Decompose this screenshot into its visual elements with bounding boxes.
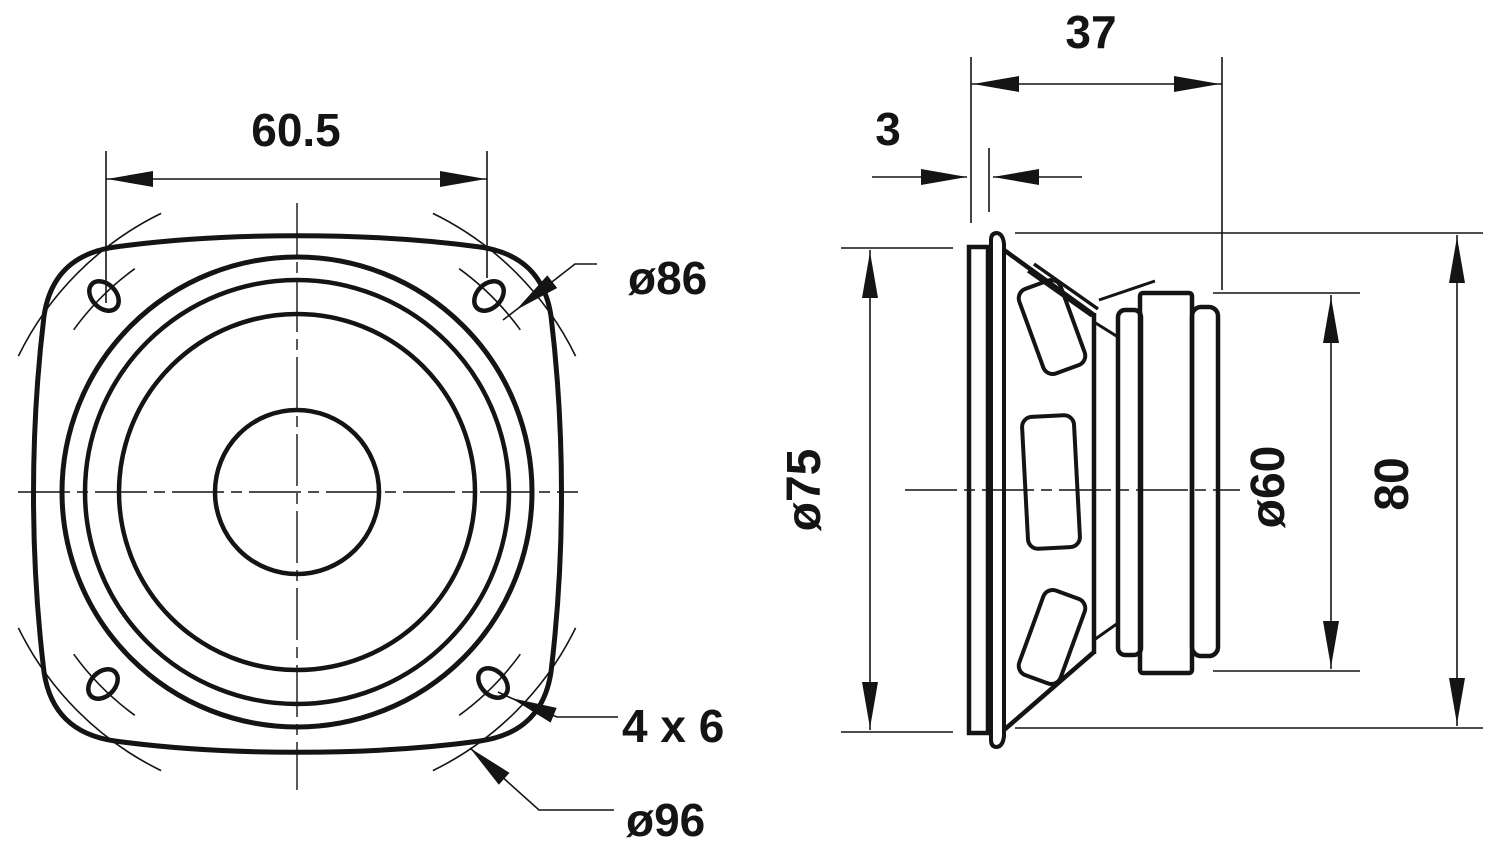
corner-arc-top-left — [17, 212, 162, 357]
magnet-front-plate — [1115, 307, 1144, 658]
corner-arc-bottom-left — [17, 627, 162, 772]
arrowhead — [511, 698, 557, 723]
mounting-hole-bottom-left — [86, 667, 120, 701]
dim-total-depth: 37 — [970, 6, 1223, 290]
side-view — [905, 230, 1240, 750]
mounting-hole-top-right — [472, 279, 506, 313]
arrowhead — [862, 252, 878, 298]
dim-front-diameter: ø75 — [778, 247, 953, 733]
corner-arc-bottom-right — [432, 627, 577, 772]
arrowhead — [973, 76, 1019, 92]
dim-mounting-holes-label: 4 x 6 — [622, 700, 724, 752]
arrowhead — [993, 169, 1039, 185]
arrowhead — [516, 275, 558, 310]
arrowhead — [921, 169, 967, 185]
coil-top-line — [1093, 320, 1119, 339]
arrowhead — [1449, 237, 1465, 283]
leader-line — [469, 747, 614, 811]
dim-overall-size-label: 80 — [1366, 457, 1419, 510]
dim-magnet-diameter: ø60 — [1213, 292, 1360, 672]
arrowhead — [1449, 678, 1465, 724]
dim-bolt-circle-label: ø86 — [628, 252, 707, 304]
bolt-circle-arc-top-right — [458, 268, 521, 331]
arrowhead — [1323, 621, 1339, 667]
dim-hole-spacing: 60.5 — [105, 104, 488, 303]
basket-vent-middle — [1020, 413, 1082, 551]
front-view — [17, 203, 578, 790]
basket-top-edge — [1002, 248, 1096, 317]
corner-arc-top-right — [432, 212, 577, 357]
dim-hole-spacing-label: 60.5 — [251, 104, 341, 156]
dim-corner-diameter: ø96 — [469, 747, 705, 846]
bolt-circle-arc-bottom-right — [458, 653, 521, 716]
flange-outline — [31, 233, 564, 755]
arrowhead — [1323, 297, 1339, 343]
terminal-line — [1098, 279, 1156, 302]
arrowhead — [107, 171, 153, 187]
annotations: 60.5 ø86 4 x 6 ø96 37 — [105, 6, 1483, 846]
basket-bottom-edge — [1002, 650, 1096, 732]
leader-line — [497, 691, 618, 718]
dim-mounting-holes: 4 x 6 — [497, 691, 724, 752]
basket-vent-top — [1016, 278, 1088, 376]
arrowhead — [440, 171, 486, 187]
dim-magnet-diameter-label: ø60 — [1242, 446, 1295, 529]
bolt-circle-arc-top-left — [73, 268, 136, 331]
dim-overall-size: 80 — [1015, 232, 1483, 729]
arrowhead — [1174, 76, 1220, 92]
dim-corner-diameter-label: ø96 — [626, 794, 705, 846]
magnet-ring — [1137, 290, 1195, 676]
arrowhead — [470, 748, 510, 785]
dim-total-depth-label: 37 — [1065, 6, 1116, 58]
coil-bottom-line — [1093, 621, 1119, 642]
dim-flange-thickness-label: 3 — [875, 103, 901, 155]
arrowhead — [862, 682, 878, 728]
dim-front-diameter-label: ø75 — [778, 449, 831, 532]
bolt-circle-arc-bottom-left — [73, 653, 136, 716]
dim-flange-thickness: 3 — [872, 103, 1082, 212]
magnet-back-plate — [1189, 304, 1221, 659]
gasket-profile — [989, 230, 1006, 750]
basket-vent-bottom — [1016, 588, 1088, 686]
mounting-hole-bottom-right — [476, 666, 510, 700]
cone-edge-line-2 — [1032, 262, 1100, 311]
dim-bolt-circle: ø86 — [502, 252, 707, 321]
cone-edge-line-1 — [1026, 269, 1094, 318]
